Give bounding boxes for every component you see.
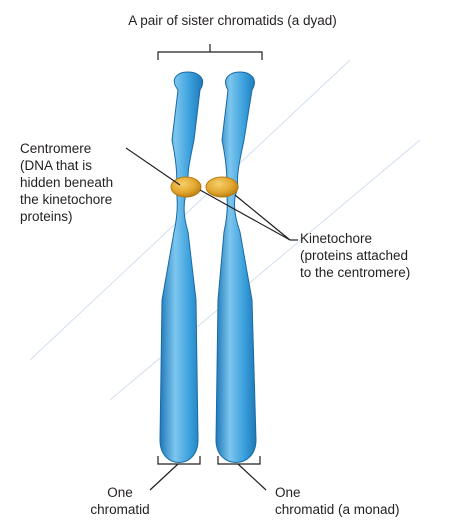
dyad-bracket bbox=[158, 44, 262, 60]
right-chromatid bbox=[216, 72, 256, 463]
centromere-label: Centromere (DNA that is hidden beneath t… bbox=[20, 140, 170, 225]
diagram-title: A pair of sister chromatids (a dyad) bbox=[0, 12, 465, 29]
right-kinetochore bbox=[206, 177, 238, 197]
one-chromatid-label: One chromatid bbox=[60, 484, 180, 518]
kinetochore-label: Kinetochore (proteins attached to the ce… bbox=[300, 230, 460, 281]
kinetochore-pointers bbox=[200, 190, 298, 240]
one-chromatid-monad-label: One chromatid (a monad) bbox=[275, 484, 465, 518]
left-chromatid bbox=[160, 72, 203, 463]
left-kinetochore bbox=[171, 177, 201, 197]
right-bracket-pointer bbox=[238, 464, 266, 490]
